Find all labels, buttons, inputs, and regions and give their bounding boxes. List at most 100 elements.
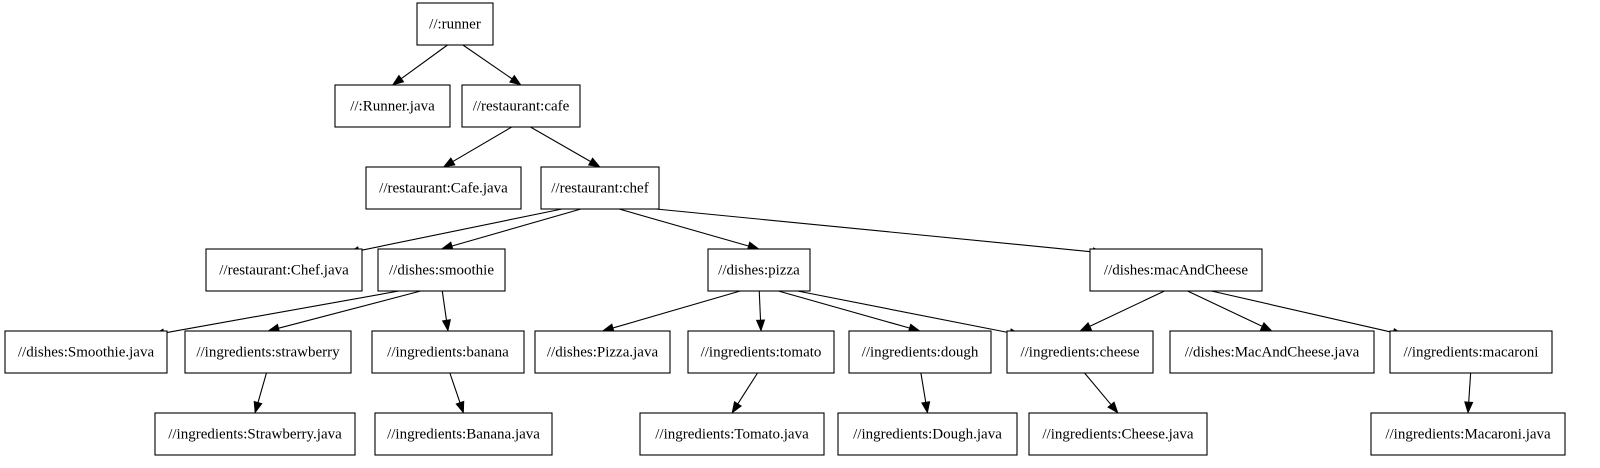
node-box-dough_java[interactable] [837,412,1018,456]
node-label-chef_java: //restaurant:Chef.java [219,262,349,278]
edge-restaurant_chef-to-dishes_smoothie [451,208,582,247]
node-box-ing_banana[interactable] [371,330,525,374]
node-label-banana_java: //ingredients:Banana.java [387,426,540,442]
node-dishes_pizza[interactable]: //dishes:pizza [707,248,811,292]
node-label-ing_banana: //ingredients:banana [387,344,509,360]
node-cheese_java[interactable]: //ingredients:Cheese.java [1028,412,1208,456]
edge-restaurant_cafe-to-restaurant_chef [530,126,591,162]
arrowhead-ing_banana-to-banana_java [455,400,465,414]
node-ing_macaroni[interactable]: //ingredients:macaroni [1389,330,1553,374]
edge-ing_banana-to-banana_java [449,372,461,403]
node-label-smoothie_java: //dishes:Smoothie.java [18,344,155,360]
node-tomato_java[interactable]: //ingredients:Tomato.java [639,412,825,456]
node-macandcheese_java[interactable]: //dishes:MacAndCheese.java [1169,330,1375,374]
arrowhead-ing_strawberry-to-strawberry_java [253,400,263,414]
node-ing_tomato[interactable]: //ingredients:tomato [687,330,835,374]
node-pizza_java[interactable]: //dishes:Pizza.java [534,330,671,374]
node-label-macaroni_java: //ingredients:Macaroni.java [1385,426,1551,442]
edge-restaurant_chef-to-dishes_pizza [618,208,749,247]
node-smoothie_java[interactable]: //dishes:Smoothie.java [4,330,168,374]
node-box-dishes_macandcheese[interactable] [1089,248,1263,292]
node-ing_banana[interactable]: //ingredients:banana [371,330,525,374]
edge-ing_tomato-to-tomato_java [737,372,758,405]
arrowhead-ing_macaroni-to-macaroni_java [1464,401,1474,414]
node-ing_cheese[interactable]: //ingredients:cheese [1006,330,1154,374]
node-label-dough_java: //ingredients:Dough.java [853,426,1002,442]
node-label-restaurant_cafe: //restaurant:cafe [473,98,570,114]
node-label-ing_macaroni: //ingredients:macaroni [1404,344,1539,360]
node-label-macandcheese_java: //dishes:MacAndCheese.java [1185,344,1360,360]
node-box-restaurant_chef[interactable] [540,166,660,210]
node-restaurant_cafe[interactable]: //restaurant:cafe [461,84,581,128]
node-label-strawberry_java: //ingredients:Strawberry.java [168,426,342,442]
node-restaurant_chef[interactable]: //restaurant:chef [540,166,660,210]
node-box-runner[interactable] [416,2,494,46]
arrowhead-restaurant_cafe-to-cafe_java [442,157,456,168]
node-box-dishes_pizza[interactable] [707,248,811,292]
arrowhead-dishes_macandcheese-to-macandcheese_java [1259,321,1273,332]
node-dough_java[interactable]: //ingredients:Dough.java [837,412,1018,456]
node-macaroni_java[interactable]: //ingredients:Macaroni.java [1370,412,1566,456]
arrowhead-dishes_smoothie-to-ing_banana [441,319,451,332]
edge-runner-to-restaurant_cafe [462,44,513,80]
node-strawberry_java[interactable]: //ingredients:Strawberry.java [154,412,356,456]
arrowhead-runner-to-restaurant_cafe [509,74,522,86]
node-box-tomato_java[interactable] [639,412,825,456]
node-box-runner_java[interactable] [334,84,451,128]
edge-ing_macaroni-to-macaroni_java [1468,372,1472,403]
edge-dishes_smoothie-to-smoothie_java [163,290,399,334]
node-label-ing_tomato: //ingredients:tomato [701,344,822,360]
edge-restaurant_chef-to-dishes_macandcheese [655,208,1094,253]
node-label-ing_dough: //ingredients:dough [862,344,979,360]
node-ing_strawberry[interactable]: //ingredients:strawberry [184,330,352,374]
node-box-strawberry_java[interactable] [154,412,356,456]
edge-dishes_pizza-to-pizza_java [612,290,741,329]
edge-dishes_pizza-to-ing_cheese [797,290,1011,334]
node-label-tomato_java: //ingredients:Tomato.java [655,426,809,442]
edge-dishes_smoothie-to-ing_strawberry [278,290,421,329]
node-label-dishes_smoothie: //dishes:smoothie [389,262,494,278]
node-box-smoothie_java[interactable] [4,330,168,374]
node-box-ing_dough[interactable] [848,330,992,374]
node-label-runner_java: //:Runner.java [350,98,435,114]
edge-dishes_pizza-to-ing_tomato [758,290,762,321]
node-label-dishes_pizza: //dishes:pizza [718,262,800,278]
node-box-ing_strawberry[interactable] [184,330,352,374]
node-ing_dough[interactable]: //ingredients:dough [848,330,992,374]
node-dishes_smoothie[interactable]: //dishes:smoothie [377,248,506,292]
edge-ing_dough-to-dough_java [920,372,927,403]
node-box-restaurant_cafe[interactable] [461,84,581,128]
node-box-ing_tomato[interactable] [687,330,835,374]
node-label-runner: //:runner [429,16,481,32]
arrowhead-restaurant_cafe-to-restaurant_chef [587,157,601,168]
node-box-ing_macaroni[interactable] [1389,330,1553,374]
node-dishes_macandcheese[interactable]: //dishes:macAndCheese [1089,248,1263,292]
node-box-ing_cheese[interactable] [1006,330,1154,374]
node-box-dishes_smoothie[interactable] [377,248,506,292]
edge-ing_cheese-to-cheese_java [1084,372,1112,405]
arrowhead-ing_tomato-to-tomato_java [731,400,742,414]
node-box-chef_java[interactable] [205,248,363,292]
node-runner_java[interactable]: //:Runner.java [334,84,451,128]
edge-dishes_macandcheese-to-macandcheese_java [1187,290,1263,327]
node-box-cafe_java[interactable] [365,166,522,210]
node-label-cheese_java: //ingredients:Cheese.java [1042,426,1194,442]
node-chef_java[interactable]: //restaurant:Chef.java [205,248,363,292]
nodes-layer: //:runner //:Runner.java //restaurant:cafe… [4,2,1566,456]
edge-dishes_macandcheese-to-ing_macaroni [1211,290,1394,334]
node-box-banana_java[interactable] [374,412,553,456]
node-runner[interactable]: //:runner [416,2,494,46]
node-label-restaurant_chef: //restaurant:chef [551,180,648,196]
node-box-cheese_java[interactable] [1028,412,1208,456]
node-label-ing_cheese: //ingredients:cheese [1020,344,1139,360]
edge-dishes_macandcheese-to-ing_cheese [1089,290,1165,327]
node-box-pizza_java[interactable] [534,330,671,374]
node-box-macaroni_java[interactable] [1370,412,1566,456]
node-cafe_java[interactable]: //restaurant:Cafe.java [365,166,522,210]
arrowhead-ing_dough-to-dough_java [921,401,931,414]
node-box-macandcheese_java[interactable] [1169,330,1375,374]
node-label-pizza_java: //dishes:Pizza.java [547,344,659,360]
node-banana_java[interactable]: //ingredients:Banana.java [374,412,553,456]
